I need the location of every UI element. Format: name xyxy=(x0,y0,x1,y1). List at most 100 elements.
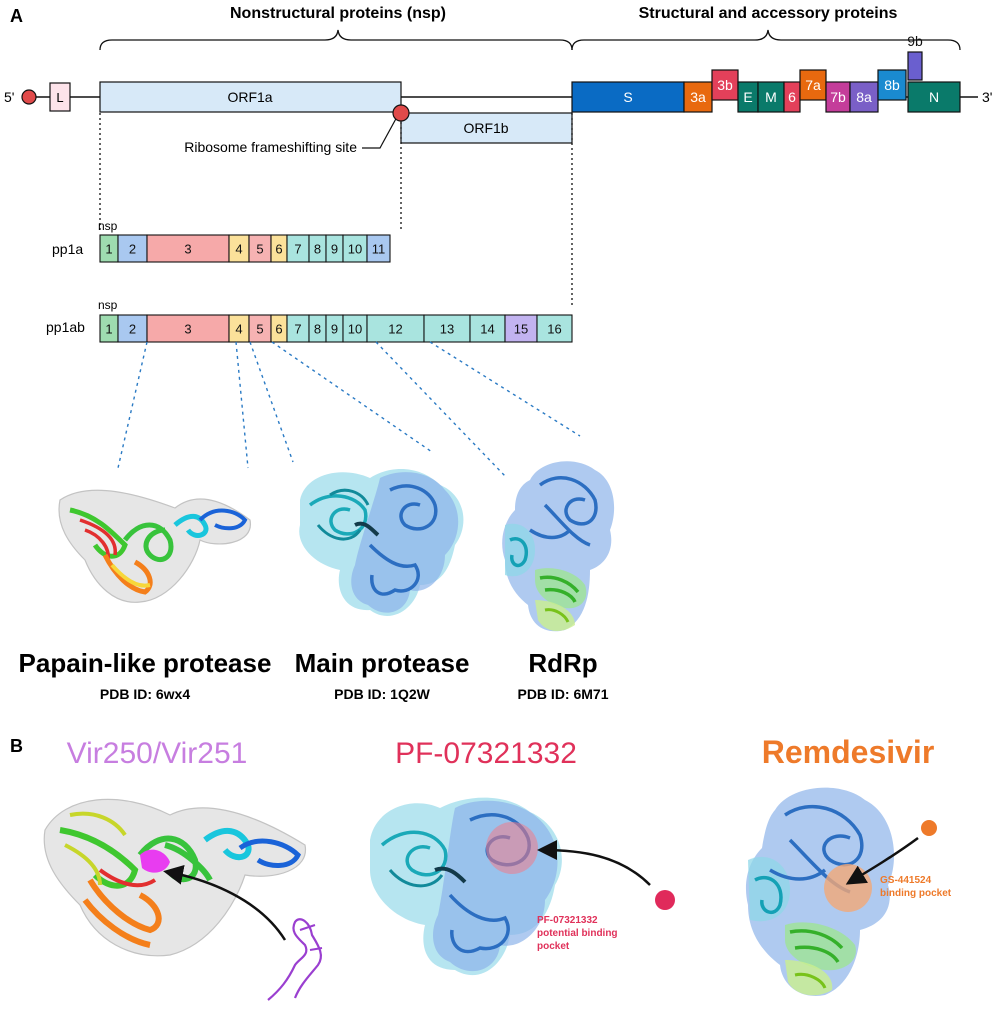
gene-box-7a xyxy=(799,69,827,101)
gene-label-n: N xyxy=(929,89,939,105)
pp1ab-nsp-6-label: 6 xyxy=(275,322,282,337)
gene-label-8b: 8b xyxy=(884,77,900,93)
mapping-line-nsp3-end xyxy=(235,341,249,469)
gene-box-9b xyxy=(907,51,923,81)
drug-name-remdesivir: Remdesivir xyxy=(762,734,935,770)
pp1ab-nsp-3-box xyxy=(146,314,230,343)
gene-box-7b xyxy=(825,81,851,113)
pf-ligand-sphere xyxy=(655,890,675,910)
gs-binding-pocket xyxy=(824,864,872,912)
mapping-line-nsp3 xyxy=(117,341,148,469)
pf-binding-pocket xyxy=(486,822,538,874)
gene-box-3a xyxy=(683,81,713,113)
pp1ab-nsp-1-label: 1 xyxy=(105,322,112,337)
pp1a-nsp-3-label: 3 xyxy=(184,242,191,257)
protein-name-rdrp: RdRp xyxy=(528,648,597,678)
pp1a-label: pp1a xyxy=(52,241,83,257)
gene-label-6: 6 xyxy=(788,89,796,105)
mapping-lines xyxy=(117,341,581,477)
pp1ab-nsp-4-label: 4 xyxy=(235,322,242,337)
cap-5-prime xyxy=(21,89,37,105)
drug-name-vir250: Vir250/Vir251 xyxy=(67,737,248,770)
pp1ab-nsp-2-label: 2 xyxy=(129,322,136,337)
nsp-brace xyxy=(99,29,573,51)
papain-like-protease-structure xyxy=(58,489,251,603)
gene-label-m: M xyxy=(765,89,777,105)
pp1ab-nsp-14-box xyxy=(469,314,506,343)
pp1ab-nsp-15-label: 15 xyxy=(514,322,528,337)
gene-label-8a: 8a xyxy=(856,89,872,105)
pp1a-nsp-4-label: 4 xyxy=(235,242,242,257)
pp1ab-nsp-16-box xyxy=(536,314,573,343)
main-protease-structure xyxy=(299,468,464,616)
pp1a-nsp-6-label: 6 xyxy=(275,242,282,257)
pp1ab-nsp-13-box xyxy=(423,314,471,343)
frameshift-site-marker xyxy=(392,104,410,122)
pp1a-nsp-2-label: 2 xyxy=(129,242,136,257)
orf1b-box xyxy=(400,112,573,144)
pp1ab-nsp-3-label: 3 xyxy=(184,322,191,337)
gs-pocket-label-line1: GS-441524 xyxy=(880,875,932,886)
pf-pocket-label-line2: potential binding xyxy=(537,928,618,939)
frameshift-label: Ribosome frameshifting site xyxy=(184,139,357,155)
leader-box xyxy=(49,82,71,112)
gene-box-s xyxy=(571,81,685,113)
pp1ab-nsp-16-label: 16 xyxy=(547,322,561,337)
pp1ab-nsp-13-label: 13 xyxy=(440,322,454,337)
pf-pocket-label-line3: pocket xyxy=(537,941,570,952)
gene-box-8b xyxy=(877,69,907,101)
gene-label-9b: 9b xyxy=(907,33,923,49)
mapping-line-nsp12-start xyxy=(375,341,506,477)
protein-name-mpro: Main protease xyxy=(295,648,470,678)
gs-ligand-sphere xyxy=(921,820,937,836)
panel-b-label: B xyxy=(10,736,23,756)
gene-label-3b: 3b xyxy=(717,77,733,93)
frameshift-leader-line xyxy=(362,114,399,149)
protein-pdb-plpro: PDB ID: 6wx4 xyxy=(100,686,190,702)
structural-brace xyxy=(571,29,961,51)
pp1a-nsp-3-box xyxy=(146,234,230,263)
protein-pdb-rdrp: PDB ID: 6M71 xyxy=(517,686,608,702)
mpro-inhibitor-structure xyxy=(370,797,675,976)
orf1b-label: ORF1b xyxy=(463,120,508,136)
nsp-group-label: Nonstructural proteins (nsp) xyxy=(230,5,446,22)
pp1a-nsp-11-box xyxy=(366,234,391,263)
pp1a-nsp-11-label: 11 xyxy=(372,242,386,257)
panel-a-label: A xyxy=(10,6,23,26)
structural-group-label: Structural and accessory proteins xyxy=(639,5,898,22)
pp1ab-nsp-8-label: 8 xyxy=(314,322,321,337)
pp1a-nsp-10-box xyxy=(342,234,368,263)
leader-label: L xyxy=(56,90,63,105)
protein-pdb-mpro: PDB ID: 1Q2W xyxy=(334,686,430,702)
pp1a-nsp-1-label: 1 xyxy=(105,242,112,257)
pp1ab-nsp-10-label: 10 xyxy=(348,322,362,337)
pp1a-nsp-5-label: 5 xyxy=(256,242,263,257)
pp1ab-nsp-12-box xyxy=(366,314,425,343)
mapping-line-nsp5-start xyxy=(249,341,294,463)
pp1ab-nsp-9-label: 9 xyxy=(331,322,338,337)
pp1a-nsp-10-label: 10 xyxy=(348,242,362,257)
orf1a-box xyxy=(99,81,402,113)
pp1ab-nsp-5-label: 5 xyxy=(256,322,263,337)
five-prime-end: 5' xyxy=(4,89,14,105)
pp1ab-nsp-14-label: 14 xyxy=(480,322,494,337)
gene-label-s: S xyxy=(623,89,632,105)
gene-box-8a xyxy=(849,81,879,113)
gene-box-n xyxy=(907,81,961,113)
pf-pocket-label-line1: PF-07321332 xyxy=(537,915,598,926)
protein-name-plpro: Papain-like protease xyxy=(19,648,272,678)
pp1a-nsp-7-label: 7 xyxy=(294,242,301,257)
gene-label-7a: 7a xyxy=(805,77,821,93)
rdrp-structure xyxy=(502,461,615,632)
rdrp-remdesivir-structure xyxy=(745,787,937,996)
mapping-line-nsp5-end xyxy=(271,341,433,453)
gene-label-3a: 3a xyxy=(690,89,706,105)
pp1ab-nsp-label: nsp xyxy=(98,298,118,312)
gene-label-7b: 7b xyxy=(830,89,846,105)
pp1ab-label: pp1ab xyxy=(46,319,85,335)
drug-name-pf07321332: PF-07321332 xyxy=(395,737,577,770)
